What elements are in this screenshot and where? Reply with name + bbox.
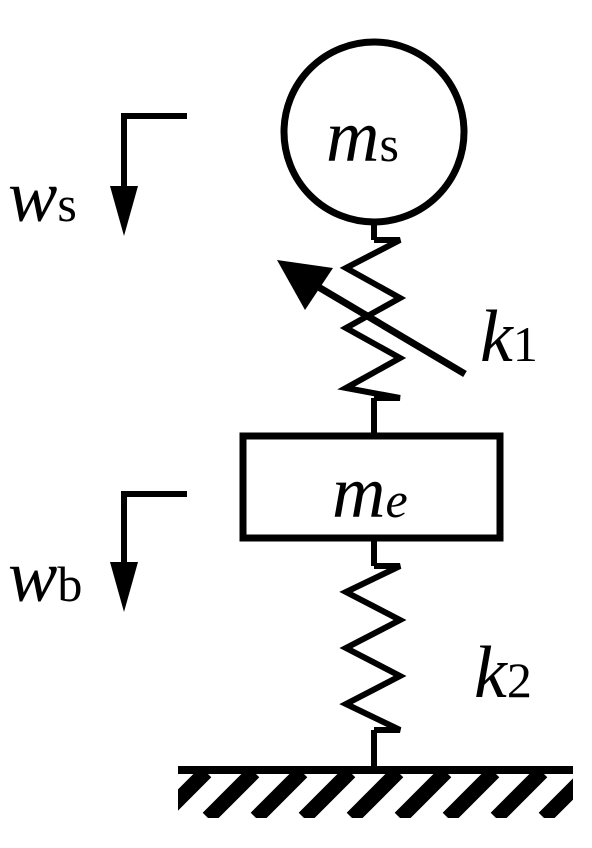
upper-spring-subscript: 1 <box>512 316 538 372</box>
upper-spring-symbol: k <box>480 296 513 378</box>
base-displacement-arrow <box>110 491 187 612</box>
lower-spring-label: k2 <box>474 636 532 710</box>
upper-spring-label: k1 <box>480 300 538 374</box>
base-displacement-subscript: b <box>57 556 83 612</box>
base-displacement-label: wb <box>8 540 82 614</box>
sprung-displacement-symbol: w <box>8 156 58 238</box>
engine-mass-symbol: m <box>332 452 386 534</box>
sprung-mass-label: ms <box>326 100 399 174</box>
sprung-displacement-label: ws <box>8 160 77 234</box>
sprung-mass-symbol: m <box>326 96 380 178</box>
lower-spring-symbol: k <box>474 632 507 714</box>
engine-mass-subscript: e <box>385 472 408 528</box>
sprung-displacement-arrow <box>110 113 187 236</box>
engine-mass-label: me <box>332 456 408 530</box>
base-displacement-symbol: w <box>8 536 58 618</box>
ground <box>178 766 573 818</box>
lower-spring-subscript: 2 <box>506 652 532 708</box>
lower-spring <box>339 563 407 733</box>
upper-spring <box>337 237 407 401</box>
sprung-displacement-subscript: s <box>57 176 77 232</box>
sprung-mass-subscript: s <box>379 116 399 172</box>
variable-stiffness-arrow <box>277 260 467 378</box>
